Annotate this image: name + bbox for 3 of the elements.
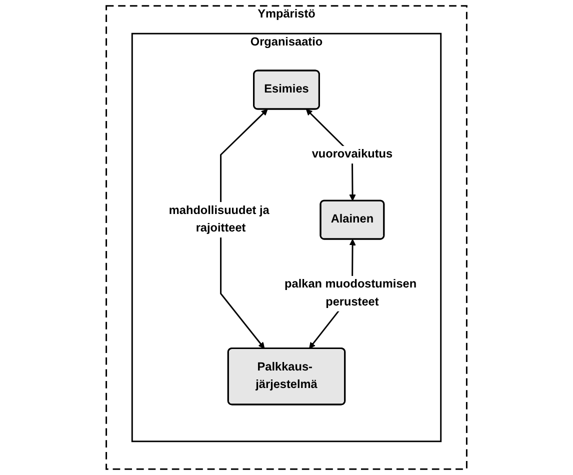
edge-label: vuorovaikutus: [312, 148, 393, 161]
edge-label: mahdollisuudet ja rajoitteet: [168, 204, 270, 235]
edge-label: palkan muodostumisen perusteet: [284, 278, 417, 308]
